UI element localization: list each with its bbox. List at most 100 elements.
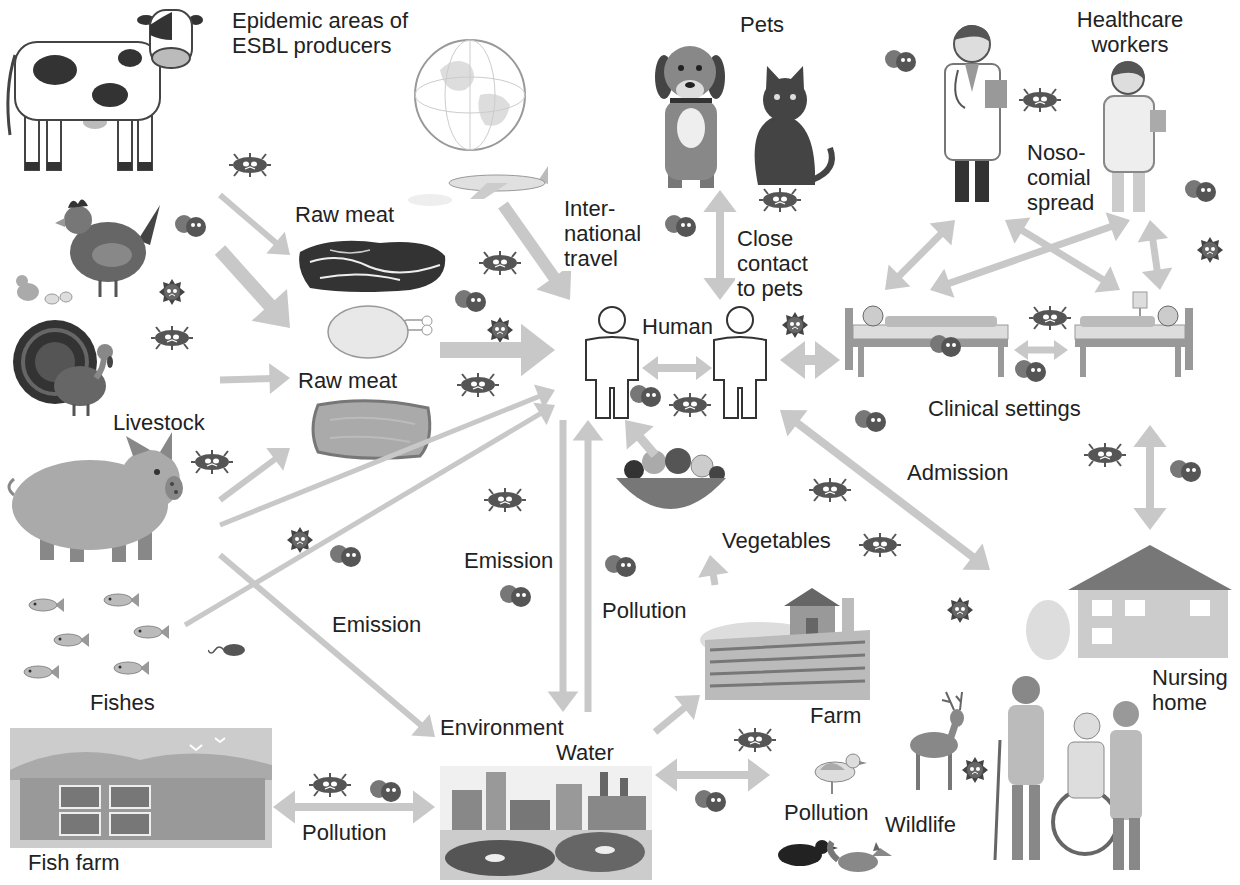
globe-illustration: [445, 40, 495, 150]
bacteria-icon: [665, 215, 696, 237]
farm-node: Farm: [700, 585, 870, 730]
fish-node: Fishes: [15, 585, 185, 717]
environment-illustration: [440, 830, 652, 880]
node-label: Farm: [810, 703, 861, 728]
wildlife-illustration: [815, 840, 829, 854]
fish-farm-illustration: [60, 813, 100, 835]
arrow-head: [1005, 218, 1031, 244]
pig-illustration: [160, 432, 172, 460]
raw-meat-illustration: [299, 241, 445, 292]
doctor-illustration: [965, 64, 979, 92]
human-figure: [656, 364, 698, 372]
chicken-leg-illustration: [328, 306, 432, 358]
flow-arrow: [698, 555, 728, 585]
bacteria-icon: [159, 279, 185, 305]
doctor-illustration: [955, 156, 969, 202]
node-label: Healthcare workers: [1060, 7, 1200, 57]
nurse-illustration: [1112, 62, 1144, 94]
wildlife-illustration: [942, 692, 962, 710]
doctor-illustration: [954, 25, 990, 42]
hospital-bed-illustration: [1026, 347, 1056, 354]
bacteria-icon: [1029, 306, 1071, 330]
human-figure: [586, 337, 638, 418]
doctor-illustration: [945, 64, 1000, 160]
arrow-shaft: [503, 205, 557, 282]
farm-illustration: [705, 630, 870, 700]
arrow-shaft: [560, 420, 567, 696]
turkey-illustration: [13, 320, 113, 416]
nurse-illustration: [1112, 168, 1124, 212]
hospital-bed-illustration: [853, 325, 1008, 339]
edge-label: Emission: [330, 612, 423, 637]
cat-illustration: [774, 94, 780, 100]
chicken-illustration: [45, 294, 59, 304]
flow-arrow: [273, 790, 435, 823]
turkey-illustration: [107, 356, 113, 368]
environment-illustration: [445, 840, 555, 876]
flow-arrow: [220, 250, 290, 328]
bacteria-icon: [457, 373, 499, 397]
wildlife-illustration: [820, 763, 845, 770]
node-label: Raw meat: [298, 368, 397, 393]
bacteria-icon: [1170, 460, 1201, 482]
pig-illustration: [170, 482, 174, 486]
node-label: Wildlife: [885, 812, 956, 837]
dog-illustration: [678, 65, 684, 71]
bacteria-icon: [734, 728, 776, 752]
node-label: Raw meat: [295, 202, 394, 227]
nurse-illustration: [1133, 168, 1145, 212]
arrow-head: [625, 420, 654, 449]
steak-illustration: [330, 418, 415, 424]
node-label: Vegetables: [722, 528, 831, 553]
globe-illustration: [415, 40, 525, 150]
environment-illustration: [555, 832, 645, 872]
fish-illustration: [114, 661, 149, 675]
nurse-illustration: [1104, 62, 1166, 212]
edge-label: Emission: [462, 548, 555, 573]
globe-illustration: [470, 40, 471, 150]
human-figure: [642, 356, 658, 380]
bacteria-icon: [330, 545, 361, 567]
pig-illustration: [154, 469, 160, 475]
arrow-head: [885, 265, 910, 290]
human-figure: [727, 307, 753, 333]
human-figure: [714, 337, 766, 418]
cow-illustration: [118, 49, 142, 67]
bacteria-icon: [962, 757, 988, 783]
raw-meat-illustration: [320, 274, 400, 280]
nursing-home-illustration: [1074, 713, 1100, 739]
bacteria-icon: [669, 393, 711, 417]
human-figure: [696, 356, 712, 380]
environment-illustration: [485, 854, 505, 862]
human-figure: [599, 307, 625, 333]
wildlife-illustration: [778, 692, 964, 872]
bacteria-icon: [1015, 360, 1046, 382]
arrow-head: [698, 555, 728, 578]
hospital-bed-illustration: [1075, 339, 1185, 347]
fish-farm-illustration: [10, 752, 272, 780]
hospital-bed-illustration: [1014, 340, 1028, 360]
environment-illustration: [452, 790, 482, 832]
arrow-head: [930, 220, 955, 245]
arrow-shaft: [220, 555, 423, 727]
arrow-head: [266, 448, 290, 471]
cow-illustration: [152, 48, 190, 68]
wildlife-illustration: [950, 709, 964, 727]
bacteria-icon: [487, 317, 513, 343]
flow-arrow: [625, 420, 655, 455]
nurse-illustration: [1112, 62, 1144, 80]
arrow-shaft: [1146, 443, 1154, 513]
bacteria-icon: [370, 780, 401, 802]
arrow-head: [413, 790, 435, 823]
hospital-bed-illustration: [1080, 316, 1155, 327]
flow-arrow: [440, 324, 555, 376]
nursing-home-illustration: [1125, 600, 1145, 616]
wildlife-illustration: [846, 754, 860, 768]
fish-illustration: [54, 633, 89, 647]
environment-illustration: [600, 772, 608, 796]
cow-illustration: [118, 162, 132, 170]
bacteria-icon: [191, 450, 233, 474]
cat-illustration: [790, 94, 796, 100]
bacteria-icon: [782, 312, 808, 338]
bacteria-icon: [630, 385, 661, 407]
